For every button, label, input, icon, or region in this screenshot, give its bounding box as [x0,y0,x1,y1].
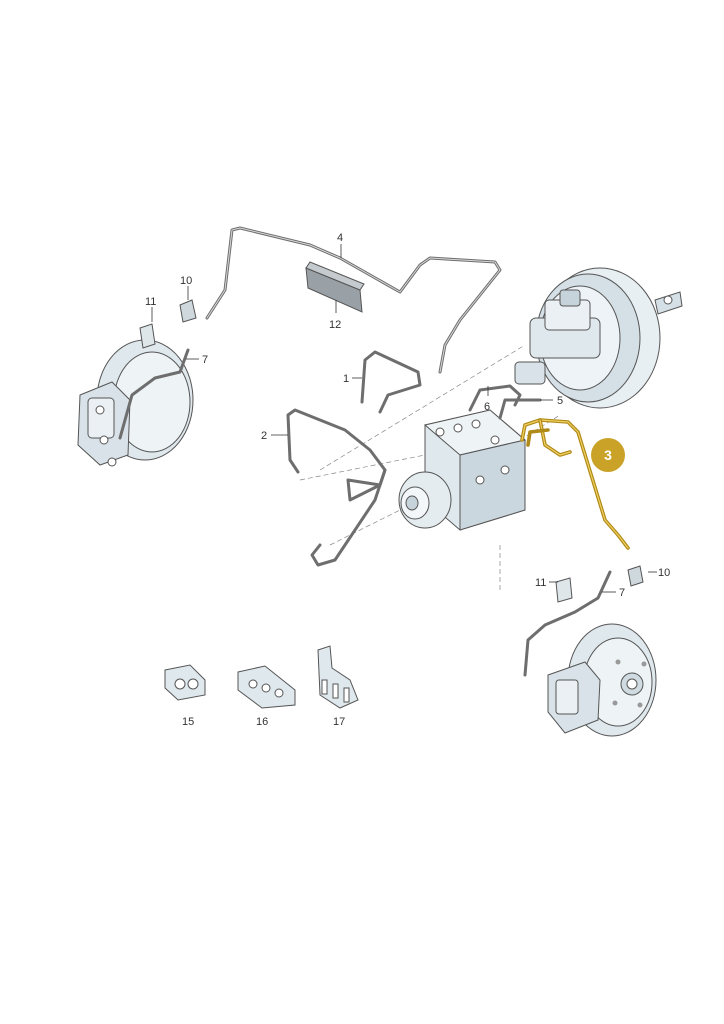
callout-11-right: 11 [535,577,546,589]
leader-lines [151,244,657,593]
callout-6: 6 [484,401,490,413]
callout-7-right: 7 [619,587,625,599]
callout-7-left: 7 [202,354,208,366]
mounting-plate [305,261,365,313]
callout-10-left: 10 [180,275,192,287]
abs-hydraulic-unit [398,409,527,531]
callout-5: 5 [557,395,563,407]
callout-1: 1 [343,373,349,385]
line-clips [164,645,359,709]
callout-17: 17 [333,716,345,728]
highlight-badge-number: 3 [604,447,612,463]
callout-15: 15 [182,716,194,728]
callout-11-left: 11 [145,296,156,308]
callout-2: 2 [261,430,267,442]
small-brackets [139,299,644,603]
highlighted-brake-line-3 [520,418,630,550]
callout-16: 16 [256,716,268,728]
callout-12: 12 [329,319,341,331]
brake-booster [514,267,683,409]
brake-lines [118,226,612,677]
callout-10-right: 10 [658,567,670,579]
callout-labels: 4 12 1 2 6 5 10 11 7 10 11 7 15 16 17 [145,232,670,728]
highlight-badge: 3 [591,438,625,472]
front-left-brake-assembly [77,339,194,467]
highlight-badge-circle [591,438,625,472]
rear-right-brake-assembly [547,623,657,737]
callout-4: 4 [337,232,343,244]
